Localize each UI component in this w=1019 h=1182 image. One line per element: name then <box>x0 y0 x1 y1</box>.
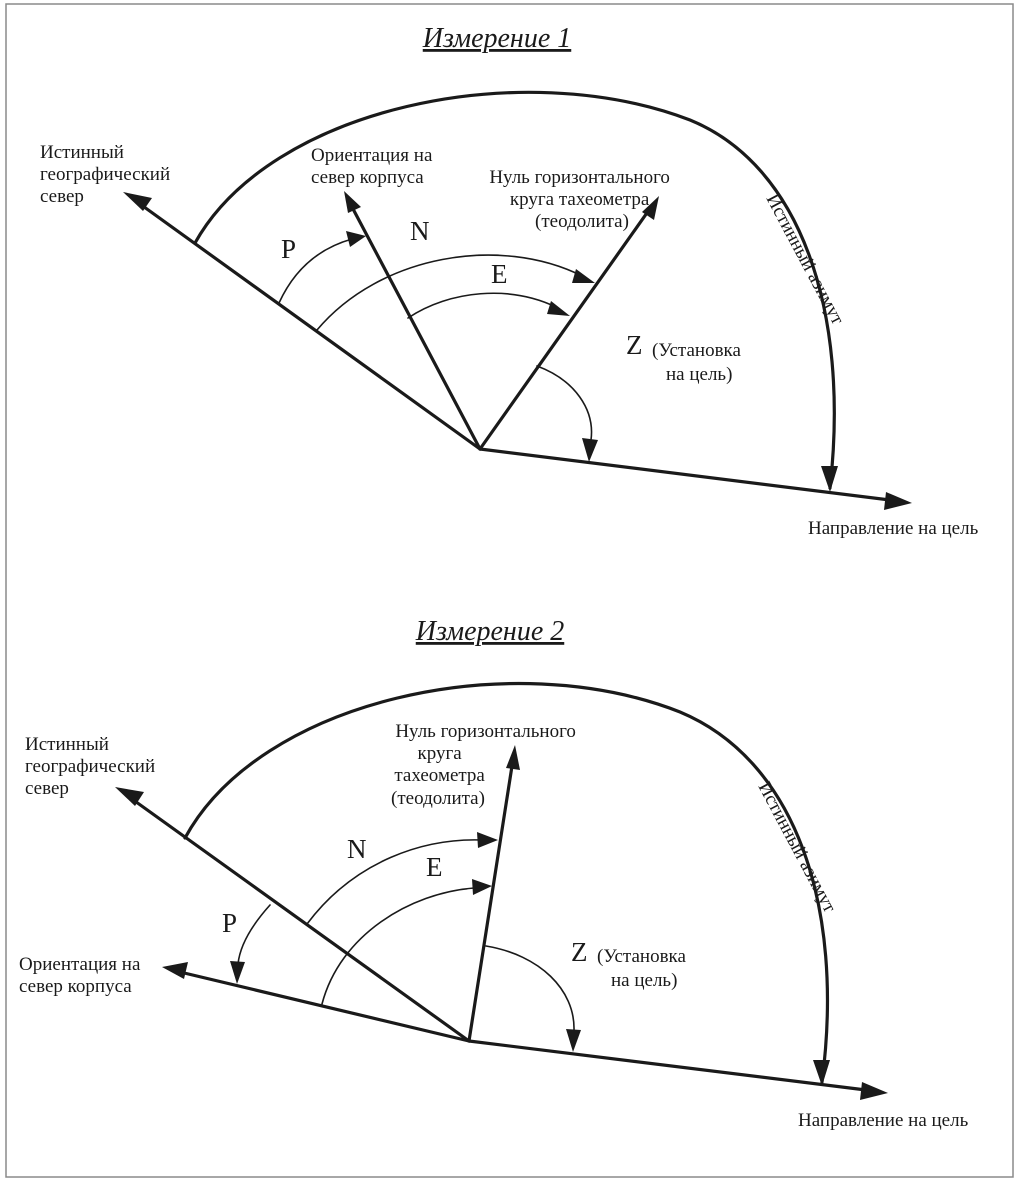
target-setting-label: (Установка на цель) <box>652 340 746 385</box>
circle-zero-ray <box>467 764 514 1043</box>
true-north-label: Истинный географический север <box>40 142 175 207</box>
true-north-arrowhead <box>115 787 144 806</box>
body-north-label: Ориентация на север корпуса <box>311 145 437 188</box>
diagram-2-title: Измерение 2 <box>415 616 565 647</box>
angle-n-arc <box>306 839 483 925</box>
body-north-arrowhead <box>162 962 188 979</box>
body-north-arrowhead <box>344 191 361 213</box>
target-direction-ray <box>467 1039 868 1092</box>
angle-n-arrowhead <box>572 269 595 283</box>
angle-p-arrowhead <box>346 231 366 247</box>
body-north-label: Ориентация на север корпуса <box>19 954 145 997</box>
angle-z-label: Z <box>571 937 588 967</box>
target-direction-label: Направление на цель <box>798 1110 969 1131</box>
circle-zero-arrowhead <box>642 196 659 220</box>
angle-p-arc <box>237 904 271 965</box>
angle-e-label: E <box>426 852 443 882</box>
body-north-ray <box>178 970 471 1043</box>
true-azimuth-arc <box>193 90 836 490</box>
true-azimuth-arrowhead <box>821 466 838 492</box>
true-azimuth-label: Истинный азимут <box>762 190 849 328</box>
angle-p-label: P <box>222 908 237 938</box>
target-direction-arrowhead <box>884 492 912 510</box>
angle-e-arc <box>321 887 475 1005</box>
true-azimuth-arrowhead <box>813 1060 830 1086</box>
true-north-ray <box>130 797 471 1043</box>
angle-z-arc <box>485 945 575 1031</box>
angle-z-arrowhead <box>566 1029 581 1052</box>
angle-e-label: E <box>491 259 508 289</box>
circle-zero-arrowhead <box>506 745 520 770</box>
angle-e-arc <box>407 292 557 319</box>
angle-e-arrowhead <box>472 879 492 895</box>
angle-z-arc <box>536 365 593 441</box>
target-direction-ray <box>478 447 892 502</box>
target-direction-label: Направление на цель <box>808 518 979 539</box>
diagram-1-title: Измерение 1 <box>422 23 572 54</box>
angle-p-arrowhead <box>230 961 245 984</box>
true-north-label: Истинный географический север <box>25 734 160 799</box>
true-north-arrowhead <box>123 192 152 211</box>
angle-p-arc <box>278 238 353 304</box>
true-azimuth-label: Истинный азимут <box>754 778 841 916</box>
diagram-measurement-1: Измерение 1 Истинный географический севе… <box>40 23 979 539</box>
page-border <box>5 3 1014 1178</box>
angle-n-label: N <box>410 216 430 246</box>
circle-zero-label: Нуль горизонтального круга тахеометра (т… <box>391 721 581 809</box>
target-direction-arrowhead <box>860 1082 888 1100</box>
angle-n-arrowhead <box>477 832 498 848</box>
angle-n-arc <box>316 254 583 331</box>
true-azimuth-arc <box>183 681 829 1084</box>
target-setting-label: (Установка на цель) <box>597 946 691 991</box>
angle-z-arrowhead <box>582 438 598 462</box>
body-north-ray <box>350 205 482 451</box>
angle-z-label: Z <box>626 330 643 360</box>
circle-zero-label: Нуль горизонтального круга тахеометра (т… <box>489 167 674 232</box>
circle-zero-ray <box>478 208 651 451</box>
angle-p-label: P <box>281 234 296 264</box>
angle-n-label: N <box>347 834 367 864</box>
angle-e-arrowhead <box>547 301 570 316</box>
true-north-ray <box>138 202 482 451</box>
diagram-measurement-2: Измерение 2 Истинный географический севе… <box>19 616 969 1131</box>
